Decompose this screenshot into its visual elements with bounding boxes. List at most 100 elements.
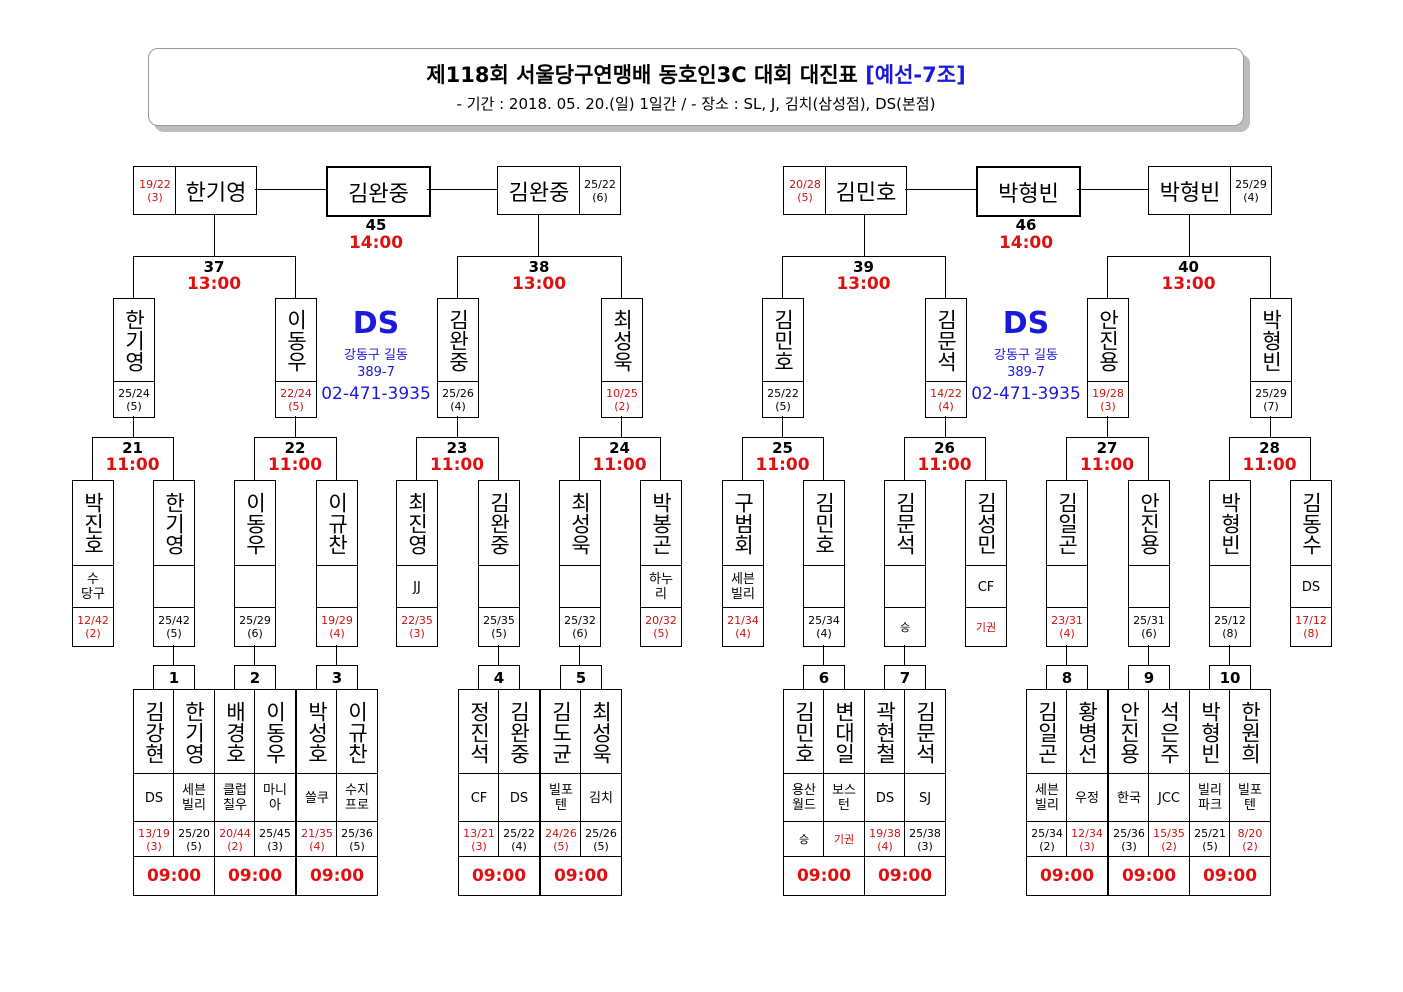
score-value: 13/21: [463, 826, 495, 840]
bracket-line: [173, 645, 174, 665]
player-name[interactable]: 김도균: [540, 689, 582, 775]
player-name[interactable]: 곽현철: [864, 689, 906, 775]
match-number: 37: [203, 258, 225, 276]
player-name[interactable]: 김일곤: [1026, 689, 1068, 775]
score-value: 25/20: [178, 826, 210, 840]
player-name[interactable]: 김민호: [803, 480, 845, 567]
player-name[interactable]: 황병선: [1066, 689, 1108, 775]
match-time: 13:00: [186, 274, 242, 294]
score-cell: 25/42(5): [153, 607, 195, 647]
innings-value: (5): [126, 399, 142, 413]
player-name[interactable]: 이동우: [234, 480, 276, 567]
score-cell: 25/36(3): [1108, 821, 1150, 858]
bracket-line: [254, 437, 255, 480]
title-main: 제118회 서울당구연맹배 동호인3C 대회 대진표: [426, 63, 858, 87]
player-name[interactable]: 이동우: [254, 689, 296, 775]
club-cell: 수지 프로: [336, 773, 378, 823]
finalist-name[interactable]: 김완중: [497, 166, 581, 215]
player-name[interactable]: 이규찬: [316, 480, 358, 567]
score-cell: 기권: [823, 821, 865, 858]
innings-value: (8): [1303, 627, 1319, 640]
player-name[interactable]: 김일곤: [1046, 480, 1088, 567]
player-name[interactable]: 배경호: [214, 689, 256, 775]
player-name[interactable]: 최성욱: [580, 689, 622, 775]
club-cell: 김치: [580, 773, 622, 823]
score-value: 25/32: [564, 614, 596, 627]
player-name[interactable]: 김민호: [783, 689, 825, 775]
player-name-text: 박진호: [81, 492, 105, 555]
player-name[interactable]: 한기영: [153, 480, 195, 567]
player-name[interactable]: 최진영: [396, 480, 438, 567]
player-name-text: 이규찬: [325, 492, 349, 555]
score-value: 19/22: [139, 177, 171, 191]
player-name[interactable]: 김문석: [904, 689, 946, 775]
innings-value: (2): [1161, 839, 1177, 853]
player-name[interactable]: 김완중: [437, 298, 479, 383]
player-name[interactable]: 이규찬: [336, 689, 378, 775]
player-name[interactable]: 최성욱: [601, 298, 643, 383]
player-name[interactable]: 이동우: [275, 298, 317, 383]
score-value: 19/28: [1092, 386, 1124, 400]
player-name-text: 안진용: [1117, 700, 1141, 764]
player-name-text: 변대일: [832, 700, 856, 764]
innings-value: (5): [288, 399, 304, 413]
player-name[interactable]: 김완중: [498, 689, 540, 775]
player-name[interactable]: 한기영: [173, 689, 215, 775]
bracket-line: [1229, 437, 1310, 438]
finalist-name[interactable]: 김민호: [825, 166, 907, 215]
match-number: 3: [316, 665, 358, 691]
match-number: 26: [934, 439, 955, 457]
club-cell: [234, 565, 276, 609]
score-value: 승: [798, 833, 810, 846]
player-name[interactable]: 김동수: [1290, 480, 1332, 567]
match-number: 40: [1178, 258, 1199, 276]
final-winner[interactable]: 박형빈: [976, 166, 1081, 217]
score-value: 23/31: [1051, 614, 1083, 627]
score-value: 25/31: [1133, 614, 1165, 627]
score-cell: 25/26(4): [437, 381, 479, 418]
player-name[interactable]: 구범회: [722, 480, 764, 567]
club-cell: 빌포 텐: [1229, 773, 1271, 823]
player-name[interactable]: 안진용: [1108, 689, 1150, 775]
bracket-line: [254, 437, 336, 438]
player-name[interactable]: 한기영: [113, 298, 155, 383]
period-info: - 기간 : 2018. 05. 20.(일) 1일간 / - 장소 : SL,…: [456, 95, 936, 113]
player-name[interactable]: 박진호: [72, 480, 114, 567]
match-time: 14:00: [998, 233, 1054, 253]
score-cell: 22/24(5): [275, 381, 317, 418]
player-name[interactable]: 최성욱: [559, 480, 601, 567]
score-value: 25/34: [1031, 826, 1063, 840]
player-name[interactable]: 박형빈: [1189, 689, 1231, 775]
player-name[interactable]: 한원희: [1229, 689, 1271, 775]
club-cell: [1128, 565, 1170, 609]
bracket-line: [782, 256, 783, 298]
innings-value: (5): [186, 839, 202, 853]
finalist-name[interactable]: 한기영: [175, 166, 257, 215]
innings-value: (5): [166, 627, 182, 640]
player-name[interactable]: 정진석: [458, 689, 500, 775]
player-name[interactable]: 박봉곤: [640, 480, 682, 567]
match-time: 09:00: [1189, 856, 1271, 896]
player-name-text: 김문석: [893, 492, 917, 555]
title-group: [예선-7조]: [865, 63, 966, 87]
player-name[interactable]: 안진용: [1087, 298, 1129, 383]
player-name[interactable]: 박형빈: [1250, 298, 1292, 383]
player-name[interactable]: 김민호: [762, 298, 804, 383]
player-name[interactable]: 변대일: [823, 689, 865, 775]
player-name[interactable]: 김성민: [965, 480, 1007, 567]
score-cell: 25/38(3): [904, 821, 946, 858]
player-name[interactable]: 김완중: [478, 480, 520, 567]
player-name[interactable]: 박성호: [296, 689, 338, 775]
player-name[interactable]: 석은주: [1148, 689, 1190, 775]
finalist-name[interactable]: 박형빈: [1148, 166, 1232, 215]
score-cell: 25/20(5): [173, 821, 215, 858]
innings-value: (3): [1079, 839, 1095, 853]
score-cell: 25/34(4): [803, 607, 845, 647]
player-name[interactable]: 김강현: [133, 689, 175, 775]
player-name[interactable]: 안진용: [1128, 480, 1170, 567]
player-name[interactable]: 박형빈: [1209, 480, 1251, 567]
final-winner[interactable]: 김완중: [326, 166, 431, 217]
player-name[interactable]: 김문석: [925, 298, 967, 383]
player-name-text: 구범회: [731, 492, 755, 555]
player-name[interactable]: 김문석: [884, 480, 926, 567]
